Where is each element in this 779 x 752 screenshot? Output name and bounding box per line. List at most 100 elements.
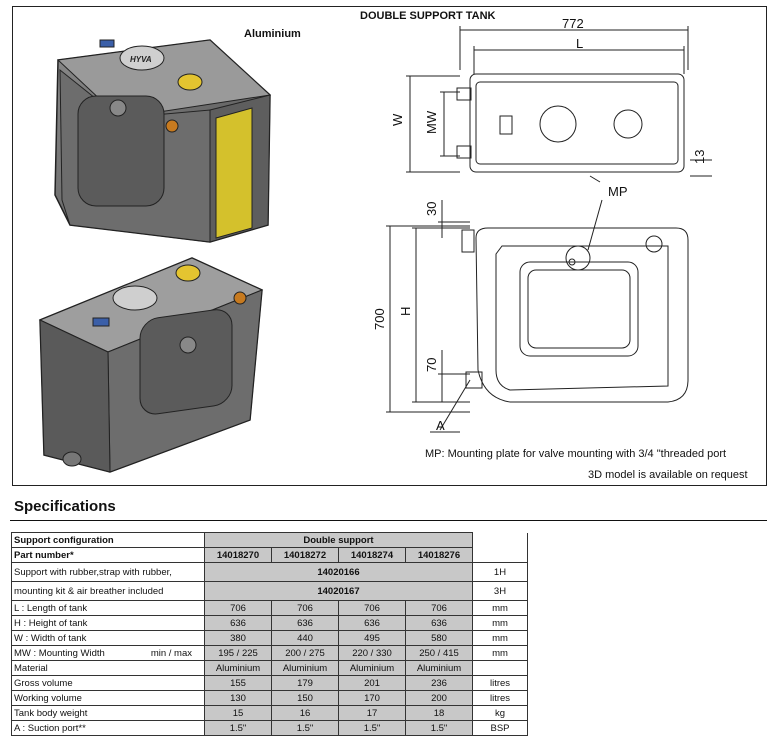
spec-value: 155 <box>204 675 272 691</box>
dim-W: W <box>390 113 405 126</box>
spec-unit: mm <box>472 645 528 661</box>
spec-value: 250 / 415 <box>405 645 473 661</box>
spec-label-text: MW : Mounting Width <box>14 647 105 659</box>
spec-unit: mm <box>472 615 528 631</box>
part-number-label: Part number* <box>11 547 205 563</box>
spec-row: A : Suction port**1.5"1.5"1.5"1.5"BSP <box>11 720 528 736</box>
dim-772: 772 <box>562 16 584 31</box>
spec-value: 170 <box>338 690 406 706</box>
drawing-frame <box>12 6 767 486</box>
spec-row-label: Material <box>11 660 205 676</box>
spec-row-label: Gross volume <box>11 675 205 691</box>
tank-render-front-right <box>38 257 264 473</box>
spec-value: 495 <box>338 630 406 646</box>
spec-value: 16 <box>271 705 339 721</box>
spec-value: 150 <box>271 690 339 706</box>
material-label: Aluminium <box>244 28 301 40</box>
spec-label-text: A : Suction port** <box>14 722 86 734</box>
dim-70: 70 <box>424 358 439 372</box>
spec-value: 1.5" <box>204 720 272 736</box>
side-view-drawing <box>386 199 689 433</box>
support-config-label: Support configuration <box>11 532 205 548</box>
spec-value: 706 <box>338 600 406 616</box>
spec-value: 220 / 330 <box>338 645 406 661</box>
spec-value: 18 <box>405 705 473 721</box>
spec-unit: litres <box>472 675 528 691</box>
spec-value: 236 <box>405 675 473 691</box>
specifications-heading: Specifications <box>14 498 116 515</box>
spec-value: 636 <box>405 615 473 631</box>
part-number: 14018272 <box>271 547 339 563</box>
dim-L: L <box>576 36 583 51</box>
support-config-value: Double support <box>204 532 473 548</box>
spec-value: 130 <box>204 690 272 706</box>
spec-value: 201 <box>338 675 406 691</box>
spec-value: 706 <box>271 600 339 616</box>
heading-divider <box>10 520 767 521</box>
spec-unit: litres <box>472 690 528 706</box>
dim-A: A <box>436 418 445 433</box>
kit-1h-unit: 1H <box>472 562 528 582</box>
spec-row-label: Working volume <box>11 690 205 706</box>
spec-value: 200 <box>405 690 473 706</box>
kit-label-line-1: Support with rubber,strap with rubber, <box>11 562 205 582</box>
spec-label-extra: min / max <box>150 647 192 659</box>
spec-unit: BSP <box>472 720 528 736</box>
spec-value: Aluminium <box>271 660 339 676</box>
top-view-drawing <box>406 26 712 183</box>
spec-value: 440 <box>271 630 339 646</box>
spec-label-text: Tank body weight <box>14 707 88 719</box>
dim-13: 13 <box>692 150 707 164</box>
dim-30: 30 <box>424 202 439 216</box>
part-number: 14018276 <box>405 547 473 563</box>
spec-unit: kg <box>472 705 528 721</box>
spec-value: 17 <box>338 705 406 721</box>
spec-value: 580 <box>405 630 473 646</box>
spec-value: 636 <box>271 615 339 631</box>
kit-3h-part-number: 14020167 <box>204 581 473 601</box>
tank-render-front-left: HYVA <box>54 39 272 243</box>
part-number: 14018270 <box>204 547 272 563</box>
spec-value: 706 <box>204 600 272 616</box>
dim-MW: MW <box>424 110 439 134</box>
spec-value: 200 / 275 <box>271 645 339 661</box>
spec-value: Aluminium <box>338 660 406 676</box>
kit-label-line-2: mounting kit & air breather included <box>11 581 205 601</box>
spec-value: 1.5" <box>271 720 339 736</box>
spec-label-text: Gross volume <box>14 677 73 689</box>
spec-row-label: A : Suction port** <box>11 720 205 736</box>
mp-note: MP: Mounting plate for valve mounting wi… <box>425 448 727 460</box>
spec-value: 179 <box>271 675 339 691</box>
spec-row-label: L : Length of tank <box>11 600 205 616</box>
brand-text: HYVA <box>130 55 152 64</box>
specifications-table: Support configuration Double support Par… <box>11 532 528 736</box>
spec-label-text: Working volume <box>14 692 82 704</box>
spec-value: 706 <box>405 600 473 616</box>
spec-value: 636 <box>338 615 406 631</box>
spec-row-label: Tank body weight <box>11 705 205 721</box>
dim-MP: MP <box>608 184 628 199</box>
spec-value: Aluminium <box>405 660 473 676</box>
spec-value: Aluminium <box>204 660 272 676</box>
kit-3h-unit: 3H <box>472 581 528 601</box>
spec-unit: mm <box>472 630 528 646</box>
spec-label-text: H : Height of tank <box>14 617 88 629</box>
drawing-title: DOUBLE SUPPORT TANK <box>360 10 496 22</box>
model-note: 3D model is available on request <box>588 469 748 481</box>
technical-drawing: HYVA <box>38 16 712 473</box>
spec-row-label: W : Width of tank <box>11 630 205 646</box>
spec-value: 195 / 225 <box>204 645 272 661</box>
spec-row-label: MW : Mounting Width min / max <box>11 645 205 661</box>
kit-1h-part-number: 14020166 <box>204 562 473 582</box>
spec-unit: mm <box>472 600 528 616</box>
part-number: 14018274 <box>338 547 406 563</box>
dim-700: 700 <box>372 308 387 330</box>
